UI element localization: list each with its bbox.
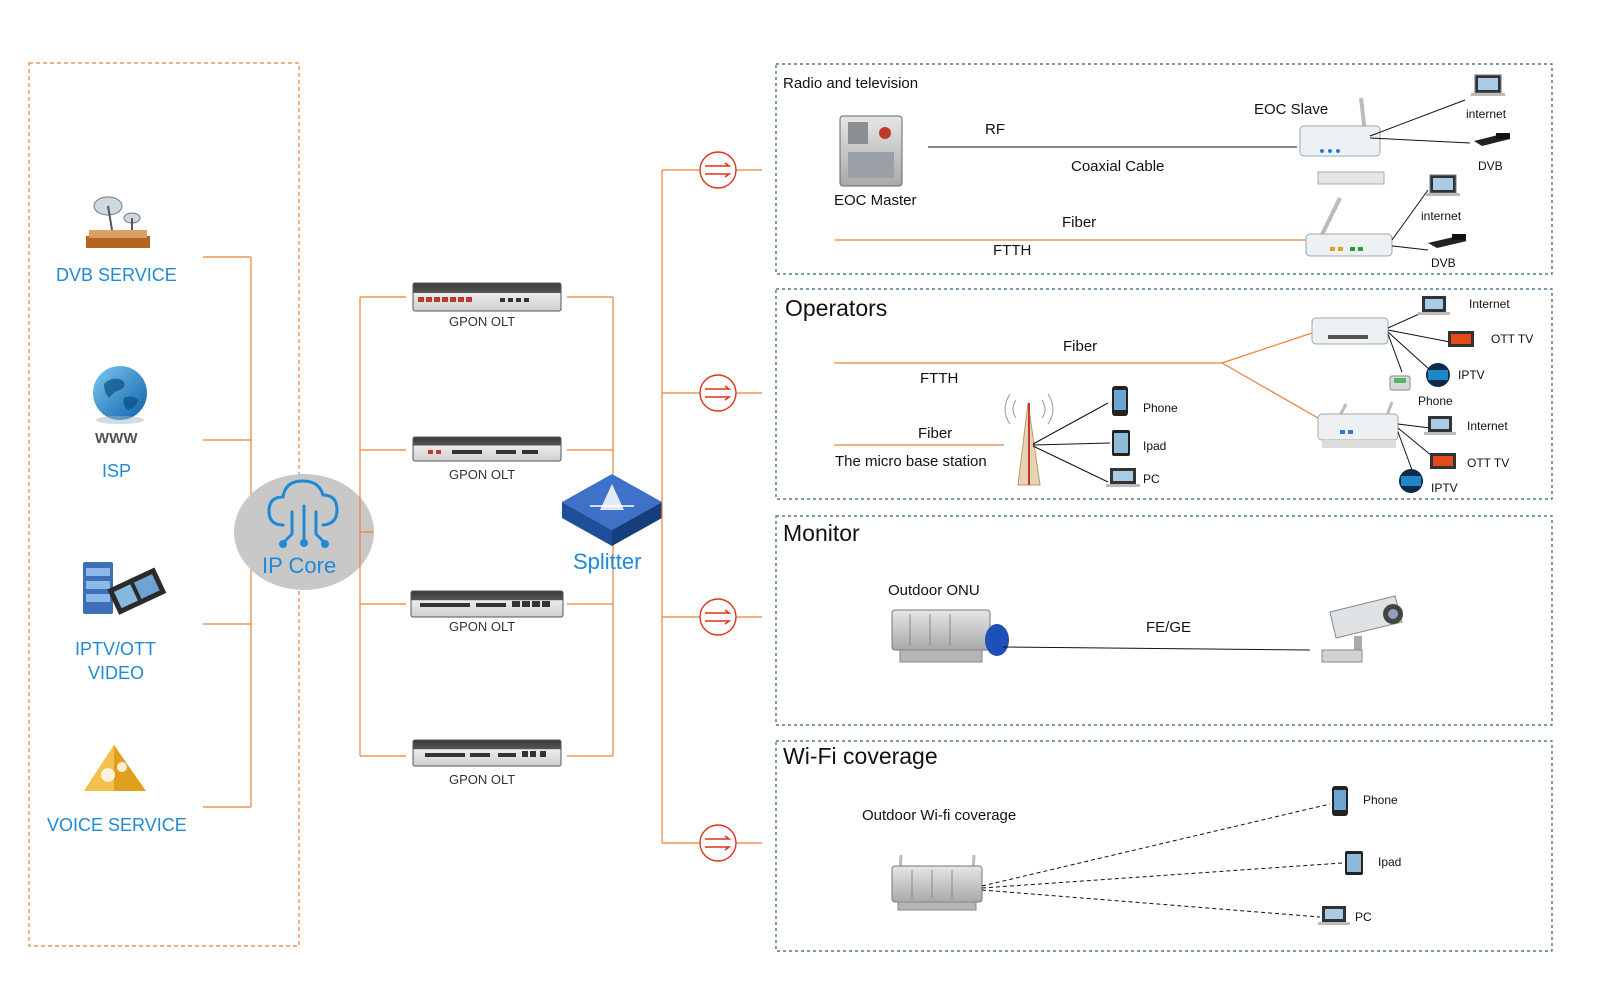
outdoor-ap-device bbox=[891, 854, 983, 911]
eoc-master-label: EOC Master bbox=[834, 192, 917, 209]
olt-device-4 bbox=[412, 739, 562, 767]
globe-icon bbox=[93, 366, 147, 424]
tablet-icon bbox=[1345, 851, 1363, 875]
ott-tv-label-1: OTT TV bbox=[1491, 332, 1534, 346]
ipad-label-1: Ipad bbox=[1143, 439, 1167, 453]
isp-label: ISP bbox=[102, 461, 132, 481]
coaxial-cable-label: Coaxial Cable bbox=[1071, 158, 1165, 175]
dvb-service-label: DVB SERVICE bbox=[56, 265, 177, 285]
radio-tv-title: Radio and television bbox=[783, 75, 919, 92]
olt-label-1: GPON OLT bbox=[449, 314, 516, 329]
wifi-links bbox=[981, 803, 1343, 918]
onu-router-1-links bbox=[1391, 189, 1429, 251]
onu-router-2 bbox=[1317, 401, 1399, 448]
onu-2-links bbox=[1397, 423, 1433, 471]
desk-phone-icon bbox=[1389, 375, 1411, 391]
satellite-dish-icon bbox=[86, 196, 150, 248]
monitor-title: Monitor bbox=[783, 520, 860, 546]
splitter-node bbox=[562, 474, 662, 546]
laptop-icon bbox=[1318, 906, 1350, 925]
iptv-label-1: IPTV bbox=[1458, 368, 1485, 382]
coupler-arrows bbox=[705, 162, 732, 851]
onu-router-1 bbox=[1305, 197, 1393, 257]
tablet-icon bbox=[1112, 430, 1130, 456]
security-camera-icon bbox=[1321, 595, 1403, 663]
ott-tv-icon bbox=[1448, 331, 1474, 347]
rf-label: RF bbox=[985, 121, 1005, 138]
settop-box-icon bbox=[1428, 234, 1467, 248]
iptv-ott-label: IPTV/OTT bbox=[75, 639, 156, 659]
voice-service-label: VOICE SERVICE bbox=[47, 815, 187, 835]
fiber-label-2: Fiber bbox=[1063, 338, 1098, 355]
olt-splitter-connectors bbox=[567, 296, 614, 757]
cloud-circuit-icon bbox=[267, 479, 339, 548]
laptop-icon bbox=[1424, 416, 1456, 435]
eoc-slave-label: EOC Slave bbox=[1254, 101, 1329, 118]
onu-device-1 bbox=[1311, 317, 1389, 345]
laptop-icon bbox=[1471, 74, 1505, 96]
fiber-label-1: Fiber bbox=[1062, 214, 1097, 231]
outdoor-wifi-label: Outdoor Wi-fi coverage bbox=[862, 807, 1017, 824]
operators-title: Operators bbox=[785, 295, 888, 321]
fe-ge-label: FE/GE bbox=[1146, 619, 1192, 636]
fe-ge-line bbox=[1002, 646, 1311, 651]
internet-label-4: Internet bbox=[1467, 419, 1508, 433]
ip-core-label: IP Core bbox=[262, 553, 337, 578]
ftth-label-2: FTTH bbox=[920, 370, 959, 387]
outdoor-onu-label: Outdoor ONU bbox=[888, 582, 980, 599]
panel-borders bbox=[775, 63, 1553, 952]
phone-label-2: Phone bbox=[1418, 394, 1453, 408]
film-server-icon bbox=[83, 562, 167, 615]
eoc-slave-device bbox=[1299, 97, 1385, 185]
splitter-panel-connectors bbox=[661, 169, 762, 844]
ftth-label-1: FTTH bbox=[993, 242, 1032, 259]
iptv-icon bbox=[1426, 363, 1450, 387]
optical-coupler-icons bbox=[699, 151, 737, 862]
operators-split-lines bbox=[1221, 332, 1319, 419]
ott-tv-icon bbox=[1430, 453, 1456, 469]
ipad-label-2: Ipad bbox=[1378, 855, 1402, 869]
internet-label-1: internet bbox=[1466, 107, 1507, 121]
eoc-master-device bbox=[839, 115, 903, 187]
olt-device-1 bbox=[412, 282, 562, 312]
services-container bbox=[28, 62, 300, 947]
pc-label-2: PC bbox=[1355, 910, 1372, 924]
dvb-label-1: DVB bbox=[1478, 159, 1503, 173]
onu-1-links bbox=[1387, 309, 1451, 373]
micro-base-station-label: The micro base station bbox=[835, 453, 987, 470]
laptop-icon bbox=[1106, 468, 1140, 487]
olt-label-4: GPON OLT bbox=[449, 772, 516, 787]
olt-device-3 bbox=[410, 590, 564, 618]
phone-label-1: Phone bbox=[1143, 401, 1178, 415]
eoc-slave-links bbox=[1369, 99, 1471, 144]
fiber-label-3: Fiber bbox=[918, 425, 953, 442]
www-label: WWW bbox=[95, 430, 138, 447]
olt-label-2: GPON OLT bbox=[449, 467, 516, 482]
dvb-label-2: DVB bbox=[1431, 256, 1456, 270]
gear-pyramid-icon bbox=[84, 745, 146, 791]
laptop-icon bbox=[1418, 296, 1450, 315]
micro-bs-links bbox=[1032, 402, 1111, 483]
cell-tower-icon bbox=[1004, 393, 1054, 486]
ott-tv-label-2: OTT TV bbox=[1467, 456, 1510, 470]
outdoor-onu-device bbox=[891, 609, 1009, 663]
internet-label-3: Internet bbox=[1469, 297, 1510, 311]
phone-label-3: Phone bbox=[1363, 793, 1398, 807]
iptv-icon bbox=[1399, 469, 1423, 493]
wifi-coverage-title: Wi-Fi coverage bbox=[783, 743, 938, 769]
smartphone-icon bbox=[1332, 786, 1348, 816]
olt-device-2 bbox=[412, 436, 562, 462]
iptv-label-2: IPTV bbox=[1431, 481, 1458, 495]
laptop-icon bbox=[1426, 174, 1460, 196]
settop-box-icon bbox=[1474, 133, 1510, 146]
olt-label-3: GPON OLT bbox=[449, 619, 516, 634]
pc-label-1: PC bbox=[1143, 472, 1160, 486]
core-olt-connectors bbox=[359, 296, 406, 757]
internet-label-2: internet bbox=[1421, 209, 1462, 223]
splitter-label: Splitter bbox=[573, 549, 642, 574]
smartphone-icon bbox=[1112, 386, 1128, 416]
video-label: VIDEO bbox=[88, 663, 145, 683]
